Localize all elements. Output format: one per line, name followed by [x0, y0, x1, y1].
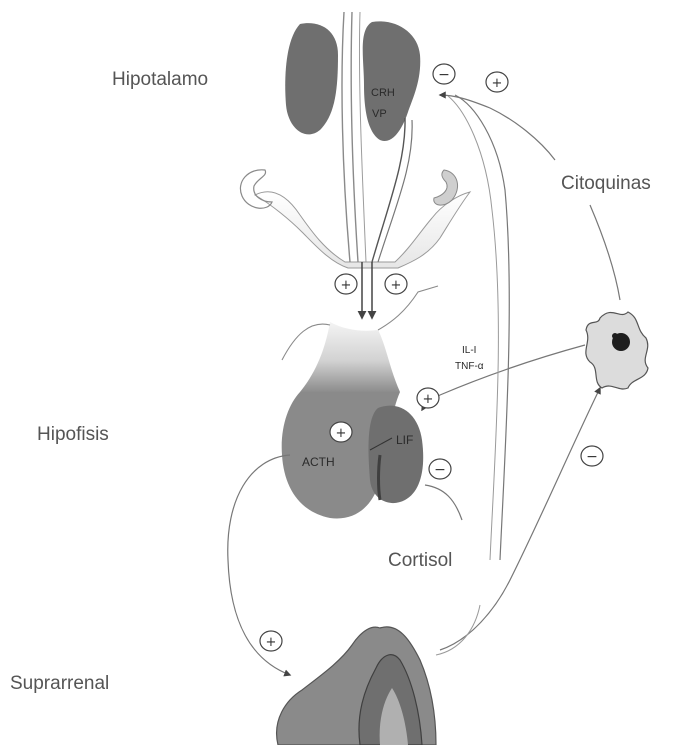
cytokines-label: Citoquinas: [561, 173, 651, 195]
adrenal-label: Suprarrenal: [10, 673, 109, 695]
svg-text:+: +: [423, 392, 434, 407]
hypothalamus-label: Hipotalamo: [112, 69, 208, 91]
svg-text:+: +: [341, 278, 352, 293]
crh-label: CRH: [371, 87, 395, 99]
vp-label: VP: [372, 108, 387, 120]
sign-plus-acth: +: [330, 422, 352, 442]
macrophage-body: [586, 312, 648, 389]
sign-minus-hypothalamus: −: [433, 64, 455, 84]
acth-label: ACTH: [302, 455, 335, 469]
lif-label: LIF: [396, 433, 413, 447]
cytokine-text: IL-I TNF-α: [455, 345, 484, 372]
svg-text:−: −: [586, 449, 598, 465]
svg-text:+: +: [492, 76, 503, 91]
crh-neuron-fiber-2: [378, 120, 412, 262]
stalk-nerve-right: [378, 286, 438, 330]
cytokines-to-hypothalamus: [440, 95, 555, 160]
sign-plus-stalk-left: +: [335, 274, 357, 294]
cortisol-feedback-inner: [448, 96, 498, 560]
svg-text:−: −: [434, 462, 446, 478]
hypothalamic-tract-left: [342, 12, 350, 262]
tnf-label: TNF-α: [455, 361, 484, 372]
sign-minus-pituitary: −: [429, 459, 451, 479]
hypothalamus-left-nucleus: [285, 23, 338, 134]
hypophysis-structure: ACTH LIF: [282, 286, 438, 518]
posterior-pituitary-lobe: [368, 406, 423, 503]
cortisol-to-hypothalamus: [455, 95, 509, 560]
sign-plus-adrenal: +: [260, 631, 282, 651]
hypothalamus-structure: CRH VP: [240, 12, 470, 268]
immune-cell: [586, 312, 648, 389]
sign-minus-immune: −: [581, 446, 603, 466]
svg-text:−: −: [438, 67, 450, 83]
macrophage-nucleus-dot: [612, 333, 618, 339]
svg-text:+: +: [336, 426, 347, 441]
descending-arrows: [362, 262, 372, 318]
cell-to-cytokines: [590, 205, 620, 300]
adrenal-structure: [277, 627, 436, 745]
cortisol-label: Cortisol: [388, 550, 452, 572]
il1-label: IL-I: [462, 345, 476, 356]
sign-plus-hypothalamus: +: [486, 72, 508, 92]
adrenal-to-immune-cell: [440, 388, 600, 650]
svg-text:+: +: [266, 635, 277, 650]
lobe-division: [379, 455, 381, 500]
sign-plus-pituitary-cytokine: +: [417, 388, 439, 408]
cortisol-to-pituitary: [425, 485, 462, 520]
svg-text:+: +: [391, 278, 402, 293]
hypothalamic-tract-mid: [351, 12, 358, 262]
pituitary-stalk: [300, 322, 400, 392]
cytokine-to-pituitary: [422, 345, 585, 410]
sign-plus-stalk-right: +: [385, 274, 407, 294]
hypophysis-label: Hipofisis: [37, 424, 109, 446]
